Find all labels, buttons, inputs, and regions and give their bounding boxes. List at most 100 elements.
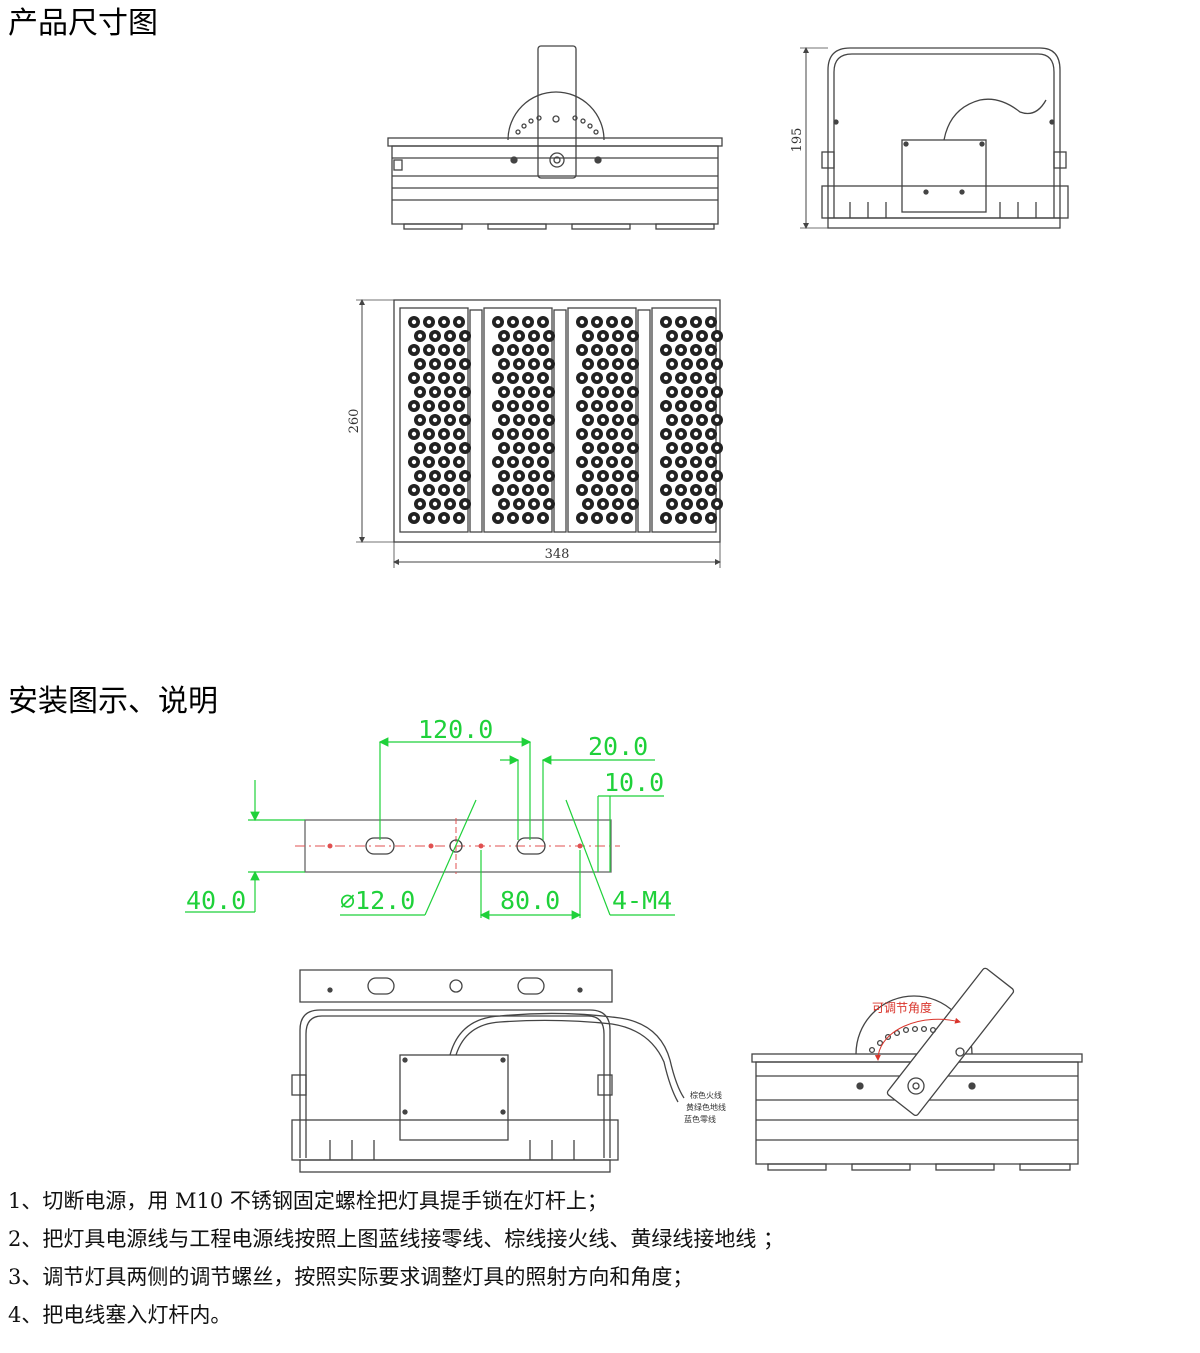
led-lens-center — [585, 501, 591, 507]
depth-dimension: 260 — [347, 299, 394, 543]
led-lens-center — [417, 417, 423, 423]
led-lens-center — [579, 515, 585, 521]
led-lens-center — [669, 333, 675, 339]
led-lens-center — [684, 501, 690, 507]
led-lens-center — [678, 375, 684, 381]
led-lens-center — [540, 375, 546, 381]
led-lens-center — [663, 375, 669, 381]
led-lens-center — [462, 361, 468, 367]
led-lens-center — [462, 417, 468, 423]
led-lens-center — [609, 319, 615, 325]
led-lens-center — [600, 501, 606, 507]
led-lens-center — [411, 319, 417, 325]
led-lens-center — [411, 487, 417, 493]
led-lens-center — [516, 389, 522, 395]
led-lens-center — [630, 389, 636, 395]
led-lens-center — [441, 459, 447, 465]
led-lens-center — [684, 445, 690, 451]
led-lens-center — [708, 487, 714, 493]
led-lens-center — [417, 501, 423, 507]
height-label: 195 — [790, 128, 805, 153]
front-view-drawing — [387, 45, 723, 230]
led-lens-center — [693, 375, 699, 381]
led-lens-center — [624, 459, 630, 465]
led-lens-center — [531, 445, 537, 451]
led-lens-center — [510, 347, 516, 353]
led-lens-center — [462, 445, 468, 451]
led-lens-center — [579, 459, 585, 465]
led-lens-center — [600, 361, 606, 367]
step-item: 1、切断电源，用 M10 不锈钢固定螺栓把灯具提手锁在灯杆上； — [8, 1189, 608, 1213]
led-lens-center — [531, 389, 537, 395]
led-lens-center — [693, 487, 699, 493]
led-lens-center — [426, 347, 432, 353]
led-lens-center — [462, 333, 468, 339]
led-lens-center — [510, 487, 516, 493]
led-lens-center — [585, 361, 591, 367]
bracket-width-label: 40.0 — [186, 886, 246, 915]
led-lens-center — [447, 445, 453, 451]
width-dimension: 348 — [393, 542, 721, 568]
led-lens-center — [540, 431, 546, 437]
led-lens-center — [669, 417, 675, 423]
led-lens-center — [432, 361, 438, 367]
slot-length-label: 20.0 — [588, 732, 648, 761]
led-lens-center — [693, 319, 699, 325]
led-lens-center — [546, 417, 552, 423]
led-lens-center — [531, 501, 537, 507]
led-lens-center — [441, 319, 447, 325]
led-lens-center — [714, 389, 720, 395]
screw-holes-label: 4-M4 — [612, 886, 672, 915]
led-lens-center — [501, 417, 507, 423]
led-lens-center — [501, 389, 507, 395]
led-lens-center — [630, 501, 636, 507]
led-module-array — [408, 316, 723, 524]
led-lens-center — [531, 473, 537, 479]
led-lens-center — [630, 473, 636, 479]
led-lens-center — [708, 375, 714, 381]
led-lens-center — [600, 473, 606, 479]
angle-adjust-drawing — [751, 967, 1083, 1171]
led-lens-center — [525, 431, 531, 437]
led-lens-center — [432, 501, 438, 507]
led-lens-center — [663, 487, 669, 493]
led-lens-center — [693, 347, 699, 353]
led-lens-center — [600, 417, 606, 423]
led-lens-center — [540, 347, 546, 353]
led-lens-center — [708, 347, 714, 353]
led-lens-center — [411, 403, 417, 409]
led-lens-center — [579, 319, 585, 325]
led-lens-center — [447, 361, 453, 367]
led-lens-center — [501, 361, 507, 367]
led-lens-center — [594, 459, 600, 465]
led-lens-center — [531, 417, 537, 423]
led-lens-center — [417, 361, 423, 367]
led-lens-center — [525, 459, 531, 465]
bracket-dimensions — [185, 737, 675, 920]
led-lens-center — [615, 473, 621, 479]
led-lens-center — [684, 473, 690, 479]
led-lens-center — [585, 417, 591, 423]
led-lens-center — [441, 487, 447, 493]
led-lens-center — [594, 347, 600, 353]
led-lens-center — [699, 333, 705, 339]
led-lens-center — [525, 319, 531, 325]
led-lens-center — [678, 487, 684, 493]
led-lens-center — [546, 473, 552, 479]
led-lens-center — [669, 473, 675, 479]
led-lens-center — [441, 347, 447, 353]
led-lens-center — [495, 319, 501, 325]
led-lens-center — [432, 389, 438, 395]
led-lens-center — [516, 361, 522, 367]
led-lens-center — [585, 473, 591, 479]
wire-label-ground: 黄绿色地线 — [686, 1102, 726, 1112]
led-lens-center — [456, 487, 462, 493]
led-lens-center — [411, 515, 417, 521]
step-item: 4、把电线塞入灯杆内。 — [8, 1303, 232, 1327]
led-lens-center — [441, 431, 447, 437]
led-lens-center — [714, 501, 720, 507]
led-lens-center — [663, 347, 669, 353]
led-lens-center — [495, 347, 501, 353]
led-lens-center — [456, 459, 462, 465]
